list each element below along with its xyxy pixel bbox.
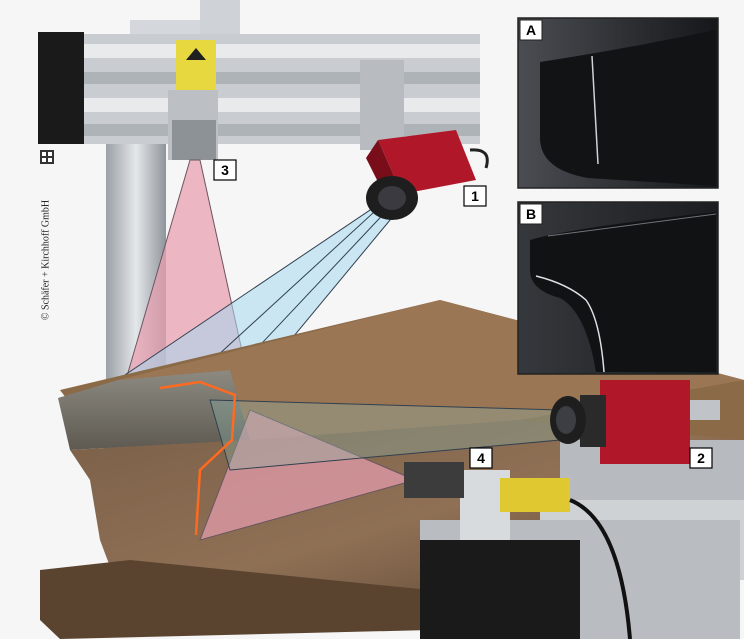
inset-b: B	[517, 201, 719, 375]
inset-b-label: B	[526, 206, 536, 222]
laser-3	[168, 40, 218, 160]
svg-text:4: 4	[477, 450, 485, 466]
laser-4	[404, 462, 740, 639]
camera-1	[366, 130, 489, 220]
laser-line	[159, 380, 237, 536]
copyright-logo	[40, 150, 54, 164]
gantry-arm	[38, 32, 480, 150]
inset-a: A	[517, 17, 719, 189]
copyright-credit: © Schäfer + Kirchhoff GmbH	[36, 170, 56, 350]
callout-2: 2	[689, 447, 713, 469]
svg-text:3: 3	[221, 162, 229, 178]
svg-text:1: 1	[471, 188, 479, 204]
callout-4: 4	[469, 447, 493, 469]
laser-fan-4	[199, 409, 417, 541]
svg-text:2: 2	[697, 450, 705, 466]
callout-1: 1	[463, 185, 487, 207]
inset-a-label: A	[526, 22, 536, 38]
copyright-text: © Schäfer + Kirchhoff GmbH	[40, 199, 52, 321]
callout-3: 3	[213, 159, 237, 181]
